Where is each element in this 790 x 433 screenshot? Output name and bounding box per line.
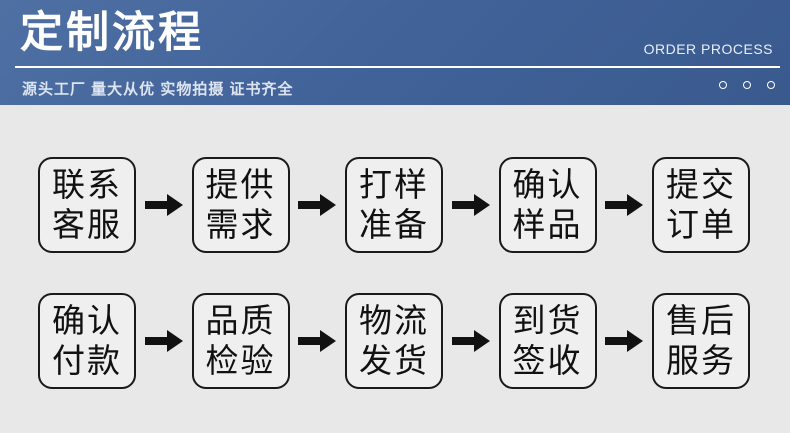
page-title: 定制流程	[20, 9, 204, 57]
flow-step-line: 提供	[205, 166, 276, 203]
divider	[15, 66, 780, 68]
arrow-right-icon	[597, 330, 653, 352]
flow-row-1: 联系 客服 提供 需求 打样 准备 确认 样品 提交 订单	[38, 157, 750, 253]
arrow-right-icon	[290, 194, 346, 216]
flow-step-submit-order: 提交 订单	[652, 157, 750, 253]
flow-step-provide-requirements: 提供 需求	[191, 157, 290, 253]
arrow-right-icon	[597, 194, 653, 216]
flow-step-line: 到货	[512, 302, 583, 339]
flow-step-line: 准备	[359, 206, 429, 243]
flow-step-line: 样品	[512, 206, 583, 243]
flow-step-after-sales-service: 售后 服务	[652, 293, 750, 389]
flow-step-confirm-payment: 确认 付款	[38, 293, 136, 389]
flow-step-line: 联系	[52, 166, 122, 203]
flow-step-confirm-sample: 确认 样品	[498, 157, 597, 253]
arrow-right-icon	[443, 330, 499, 352]
flow-step-sample-preparation: 打样 准备	[345, 157, 443, 253]
flow-step-line: 订单	[666, 206, 736, 243]
flow-step-line: 物流	[359, 302, 429, 339]
flow-diagram: 联系 客服 提供 需求 打样 准备 确认 样品 提交 订单	[0, 105, 790, 389]
flow-step-quality-inspection: 品质 检验	[191, 293, 290, 389]
flow-step-line: 售后	[666, 302, 736, 339]
flow-step-line: 付款	[52, 342, 122, 379]
order-process-label: ORDER PROCESS	[643, 41, 773, 57]
flow-step-line: 打样	[359, 166, 429, 203]
flow-step-line: 签收	[512, 342, 583, 379]
flow-step-line: 需求	[205, 206, 276, 243]
flow-step-line: 客服	[52, 206, 122, 243]
indicator-dot-icon	[719, 81, 727, 89]
arrow-right-icon	[136, 330, 192, 352]
arrow-right-icon	[136, 194, 192, 216]
arrow-right-icon	[290, 330, 346, 352]
flow-step-line: 发货	[359, 342, 429, 379]
arrow-right-icon	[443, 194, 499, 216]
flow-step-line: 品质	[205, 302, 276, 339]
flow-row-2: 确认 付款 品质 检验 物流 发货 到货 签收 售后 服务	[38, 293, 750, 389]
flow-step-line: 服务	[666, 342, 736, 379]
indicator-dot-icon	[743, 81, 751, 89]
flow-step-receive-goods: 到货 签收	[498, 293, 597, 389]
flow-step-line: 检验	[205, 342, 276, 379]
indicator-dot-icon	[767, 81, 775, 89]
flow-step-line: 确认	[512, 166, 583, 203]
flow-step-line: 确认	[52, 302, 122, 339]
flow-step-contact-service: 联系 客服	[38, 157, 136, 253]
flow-step-line: 提交	[666, 166, 736, 203]
banner-subtitle: 源头工厂 量大从优 实物拍摄 证书齐全	[22, 81, 294, 98]
flow-step-logistics-shipping: 物流 发货	[345, 293, 443, 389]
indicator-dots	[719, 81, 775, 89]
banner: 定制流程 ORDER PROCESS 源头工厂 量大从优 实物拍摄 证书齐全	[0, 0, 790, 105]
